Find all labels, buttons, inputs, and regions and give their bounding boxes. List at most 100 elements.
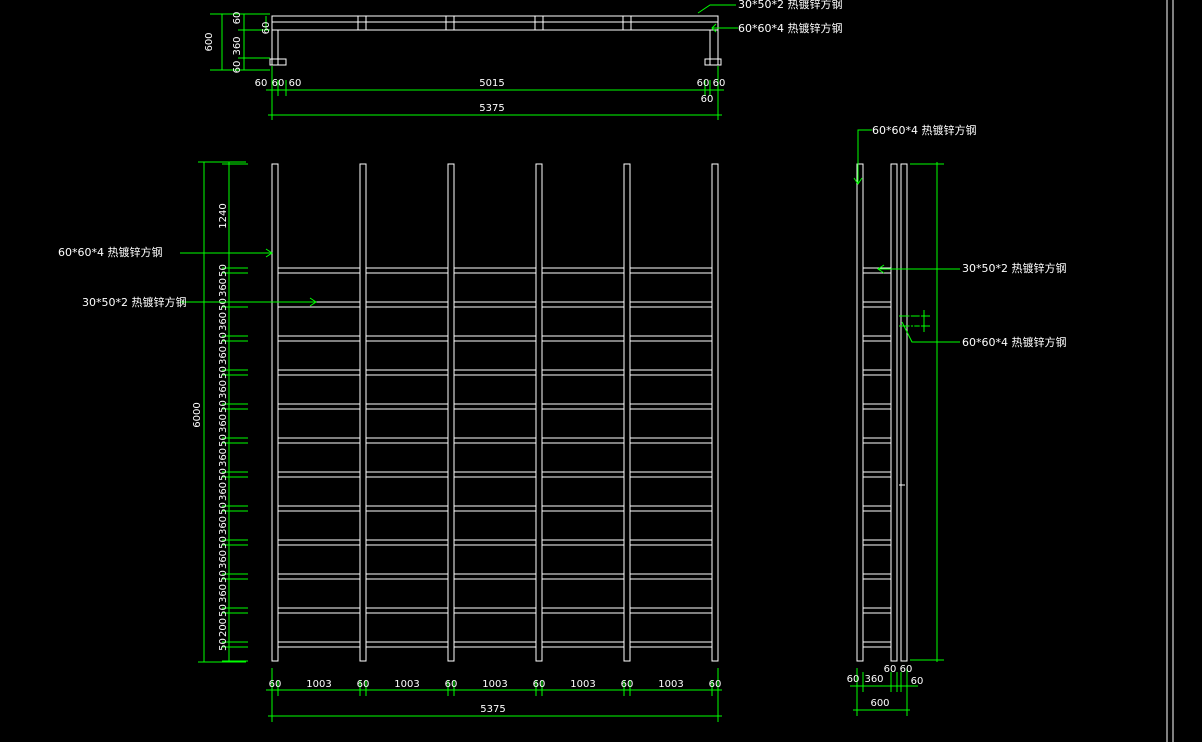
dim-front-bottom-6: 1003 [482, 679, 507, 690]
side-rail-5 [862, 403, 892, 410]
front-rail-8-1 [277, 505, 361, 512]
dim-front-left-5: 360 [218, 312, 229, 331]
side-rail-4 [862, 369, 892, 376]
dim-side-bottom-4: 60 [900, 664, 913, 675]
front-rail-10-1 [277, 573, 361, 580]
dim-front-left-16: 50 [218, 502, 229, 515]
dim-top-bottom-4: 5015 [479, 78, 504, 89]
top-view-callout-leaders [697, 4, 738, 33]
dim-front-left-14: 50 [218, 468, 229, 481]
front-rail-7-1 [277, 471, 361, 478]
front-rail-2-5 [629, 301, 713, 308]
front-rail-4-5 [629, 369, 713, 376]
dim-front-total: 5375 [480, 704, 505, 715]
dim-front-bottom-1: 60 [269, 679, 282, 690]
dim-front-left-9: 360 [218, 380, 229, 399]
front-rail-5-3 [453, 403, 537, 410]
dim-front-left-13: 360 [218, 448, 229, 467]
front-post-2 [359, 163, 367, 662]
dim-front-left-15: 360 [218, 482, 229, 501]
front-post-5 [623, 163, 631, 662]
front-rail-9-4 [541, 539, 625, 546]
front-rail-8-5 [629, 505, 713, 512]
dim-front-left-22: 50 [218, 604, 229, 617]
dim-front-left-20: 50 [218, 570, 229, 583]
dim-top-side-3: 60 [232, 61, 243, 74]
dim-top-side-2: 360 [232, 36, 243, 55]
dim-top-side-1: 60 [232, 12, 243, 25]
dim-top-bottom-1: 60 [255, 78, 268, 89]
dim-front-left-8: 50 [218, 366, 229, 379]
dim-front-bottom-7: 60 [533, 679, 546, 690]
front-rail-11-4 [541, 607, 625, 614]
front-rail-7-4 [541, 471, 625, 478]
front-rail-10-3 [453, 573, 537, 580]
front-rail-11-1 [277, 607, 361, 614]
dim-front-left-7: 360 [218, 346, 229, 365]
side-rail-11 [862, 607, 892, 614]
front-rail-11-5 [629, 607, 713, 614]
front-rail-10-2 [365, 573, 449, 580]
side-rail-8 [862, 505, 892, 512]
front-rail-1-5 [629, 267, 713, 274]
dim-top-bottom-2: 60 [272, 78, 285, 89]
side-view: 6000 60 60 360 60 60 60 600 [847, 123, 1067, 716]
front-rail-3-4 [541, 335, 625, 342]
dim-top-side-total: 600 [204, 32, 215, 51]
front-rail-4-1 [277, 369, 361, 376]
front-rail-8-4 [541, 505, 625, 512]
front-rail-9-3 [453, 539, 537, 546]
dim-side-bottom-sub: 60 [911, 676, 924, 687]
front-view: 1240503605036050360503605036050360503605… [58, 161, 722, 722]
top-view-left-labels: 60 360 60 600 60 [204, 12, 272, 74]
front-left-dim-labels: 1240503605036050360503605036050360503605… [218, 203, 229, 651]
dim-side-right-total: 6000 [919, 394, 938, 435]
dim-front-bottom-10: 1003 [658, 679, 683, 690]
front-rail-1-1 [277, 267, 361, 274]
dim-side-bottom-1: 60 [847, 674, 860, 685]
dim-front-bottom-5: 60 [445, 679, 458, 690]
front-rail-6-4 [541, 437, 625, 444]
side-callout-leaders [853, 129, 960, 343]
front-rail-4-2 [365, 369, 449, 376]
side-posts [856, 163, 908, 662]
side-rail-10 [862, 573, 892, 580]
dim-top-bottom-3: 60 [289, 78, 302, 89]
dim-front-left-6: 50 [218, 332, 229, 345]
top-view-left-dim [210, 13, 270, 71]
dim-front-bottom-3: 60 [357, 679, 370, 690]
dim-front-left-2: 50 [218, 264, 229, 277]
front-rail-2-2 [365, 301, 449, 308]
side-rails [862, 267, 892, 648]
dim-front-left-4: 50 [218, 298, 229, 311]
side-rail-6 [862, 437, 892, 444]
side-rail-7 [862, 471, 892, 478]
dim-front-left-11: 360 [218, 414, 229, 433]
side-rail-3 [862, 335, 892, 342]
dim-top-bottom-extra: 60 [701, 94, 714, 105]
front-left-dim-ticks [222, 163, 248, 662]
front-rail-2-4 [541, 301, 625, 308]
front-rails [277, 267, 713, 648]
top-view-frame [269, 15, 722, 66]
callout-front-rail: 30*50*2 热镀锌方钢 [82, 295, 187, 309]
front-rail-12-5 [629, 641, 713, 648]
front-rail-1-2 [365, 267, 449, 274]
side-rail-9 [862, 539, 892, 546]
front-rail-9-2 [365, 539, 449, 546]
front-rail-10-5 [629, 573, 713, 580]
side-bottom-dim [850, 668, 918, 716]
dim-side-bottom-2: 360 [864, 674, 883, 685]
dim-side-bottom-3: 60 [884, 664, 897, 675]
dim-front-left-19: 360 [218, 550, 229, 569]
dim-front-left-23: 200 [218, 618, 229, 637]
front-rail-12-1 [277, 641, 361, 648]
front-rail-2-3 [453, 301, 537, 308]
dim-top-inner: 60 [261, 22, 272, 35]
dim-front-left-21: 360 [218, 584, 229, 603]
dim-top-bottom-5: 60 [697, 78, 710, 89]
front-post-6 [711, 163, 719, 662]
front-rail-5-4 [541, 403, 625, 410]
